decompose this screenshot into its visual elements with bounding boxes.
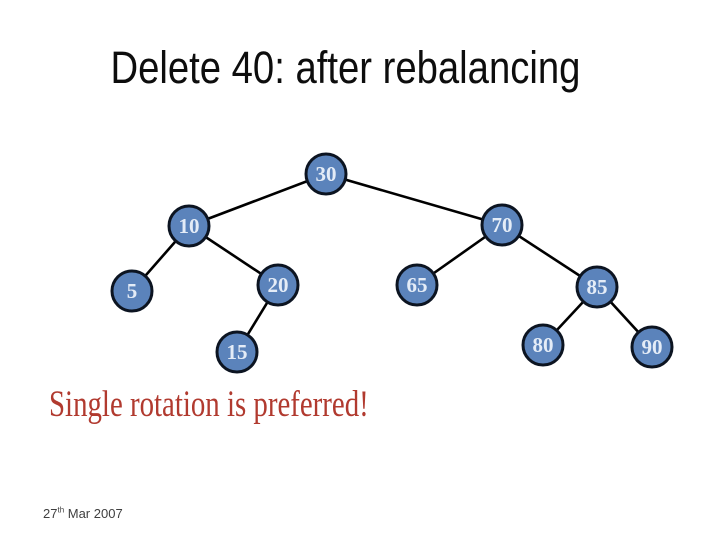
tree-node-85 bbox=[575, 265, 619, 309]
tree-node-label-70: 70 bbox=[492, 213, 513, 237]
tree-node-label-65: 65 bbox=[407, 273, 428, 297]
tree-node-label-15: 15 bbox=[227, 340, 248, 364]
footer-day: 27 bbox=[43, 506, 58, 521]
note-text: Single rotation is preferred! bbox=[49, 384, 369, 425]
tree-edge-30-70 bbox=[325, 172, 503, 227]
title-container: Delete 40: after rebalancing bbox=[0, 45, 720, 90]
tree-nodes: 30 10 70 5 20 65 85 15 80 90 bbox=[110, 152, 674, 374]
slide-title: Delete 40: after rebalancing bbox=[110, 42, 580, 93]
tree-node-65 bbox=[395, 263, 439, 307]
tree-edge-30-10 bbox=[188, 172, 327, 228]
footer-rest: Mar 2007 bbox=[64, 506, 123, 521]
tree-node-label-30: 30 bbox=[316, 162, 337, 186]
tree-node-80 bbox=[521, 323, 565, 367]
tree-node-label-5: 5 bbox=[127, 279, 138, 303]
tree-node-30 bbox=[304, 152, 348, 196]
footer-date: 27th Mar 2007 bbox=[43, 505, 123, 521]
tree-node-label-85: 85 bbox=[587, 275, 608, 299]
tree-node-90 bbox=[630, 325, 674, 369]
tree-node-10 bbox=[167, 204, 211, 248]
tree-node-70 bbox=[480, 203, 524, 247]
tree-node-label-80: 80 bbox=[533, 333, 554, 357]
tree-node-15 bbox=[215, 330, 259, 374]
tree-node-label-10: 10 bbox=[179, 214, 200, 238]
tree-node-5 bbox=[110, 269, 154, 313]
tree-node-20 bbox=[256, 263, 300, 307]
tree-edges bbox=[131, 172, 653, 353]
tree-node-label-20: 20 bbox=[268, 273, 289, 297]
tree-node-label-90: 90 bbox=[642, 335, 663, 359]
footer-ordinal: th bbox=[57, 505, 65, 515]
